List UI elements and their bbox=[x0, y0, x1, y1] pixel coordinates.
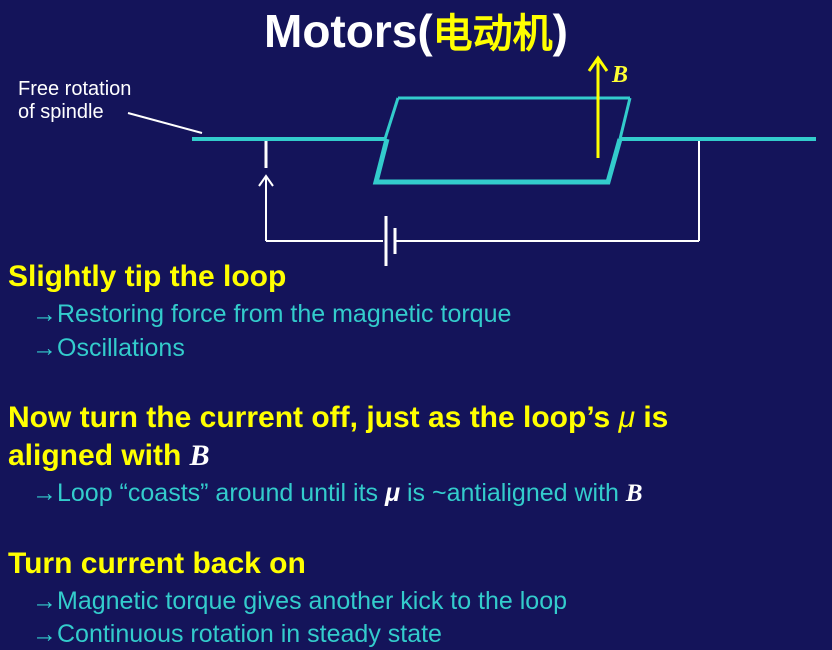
arrow-icon: → bbox=[32, 479, 57, 507]
heading-tip-loop: Slightly tip the loop bbox=[8, 260, 287, 293]
mu-symbol: μ bbox=[618, 401, 636, 434]
spindle-label: Free rotation of spindle bbox=[18, 78, 131, 124]
title-text: Motors( bbox=[264, 5, 433, 57]
bullet-continuous-rotation: →Continuous rotation in steady state bbox=[32, 620, 442, 648]
b-symbol: B bbox=[625, 480, 643, 507]
b-symbol: B bbox=[189, 439, 210, 472]
bullet-oscillations: →Oscillations bbox=[32, 334, 185, 362]
arrow-icon: → bbox=[32, 587, 57, 615]
arrow-icon: → bbox=[32, 334, 57, 362]
mu-symbol: μ bbox=[384, 479, 401, 507]
bullet-loop-coasts: →Loop “coasts” around until its μ is ~an… bbox=[32, 479, 643, 507]
loop-front-edge bbox=[372, 138, 623, 185]
heading-current-on: Turn current back on bbox=[8, 547, 306, 580]
field-arrow-head bbox=[587, 55, 609, 72]
heading-aligned: aligned with B bbox=[8, 439, 210, 472]
title-close: ) bbox=[552, 5, 568, 57]
arrow-icon: → bbox=[32, 620, 57, 648]
field-label: B bbox=[612, 62, 629, 88]
loop-left-edge bbox=[383, 97, 400, 140]
label-pointer bbox=[127, 112, 203, 134]
motor-diagram bbox=[127, 55, 816, 266]
spindle-label-line1: Free rotation bbox=[18, 78, 132, 100]
wire-left-arrow bbox=[258, 174, 274, 187]
title-chinese: 电动机 bbox=[432, 10, 553, 57]
slide-title: Motors(电动机) bbox=[0, 2, 832, 63]
bullet-magnetic-kick: →Magnetic torque gives another kick to t… bbox=[32, 587, 568, 615]
loop-right-edge bbox=[618, 97, 632, 140]
bullet-restoring-force: →Restoring force from the magnetic torqu… bbox=[32, 300, 512, 328]
arrow-icon: → bbox=[32, 300, 57, 328]
spindle-label-line2: of spindle bbox=[18, 101, 104, 123]
heading-current-off: Now turn the current off, just as the lo… bbox=[8, 401, 669, 434]
